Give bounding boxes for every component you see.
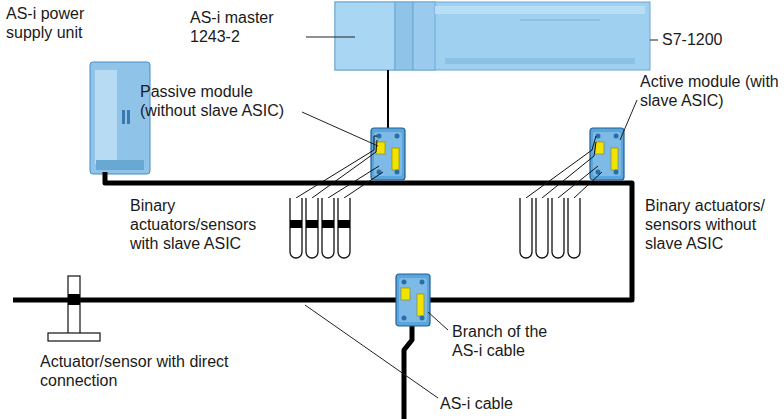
label-text: Active module (with slave ASIC) — [640, 72, 780, 110]
label-text: S7-1200 — [662, 30, 772, 49]
leader-line — [302, 37, 658, 398]
plc — [335, 2, 650, 70]
label-text: Binary actuators/sensors with slave ASIC — [130, 196, 280, 253]
label-text: Branch of the AS-i cable — [452, 322, 572, 360]
label-text: Actuator/sensor with direct connection — [40, 352, 240, 390]
label-text: AS-i master 1243-2 — [190, 8, 304, 46]
label-text: AS-i power supply unit — [6, 4, 106, 42]
label-text: Binary actuators/ sensors without slave … — [645, 196, 781, 253]
direct-actuator — [48, 276, 100, 341]
slave-asic-band — [290, 220, 350, 228]
sensor-wires — [296, 136, 383, 198]
label-text: AS-i cable — [440, 394, 560, 413]
sensor-wires — [526, 136, 602, 198]
as-i-cable — [13, 70, 632, 419]
label-text: Passive module (without slave ASIC) — [140, 82, 305, 120]
